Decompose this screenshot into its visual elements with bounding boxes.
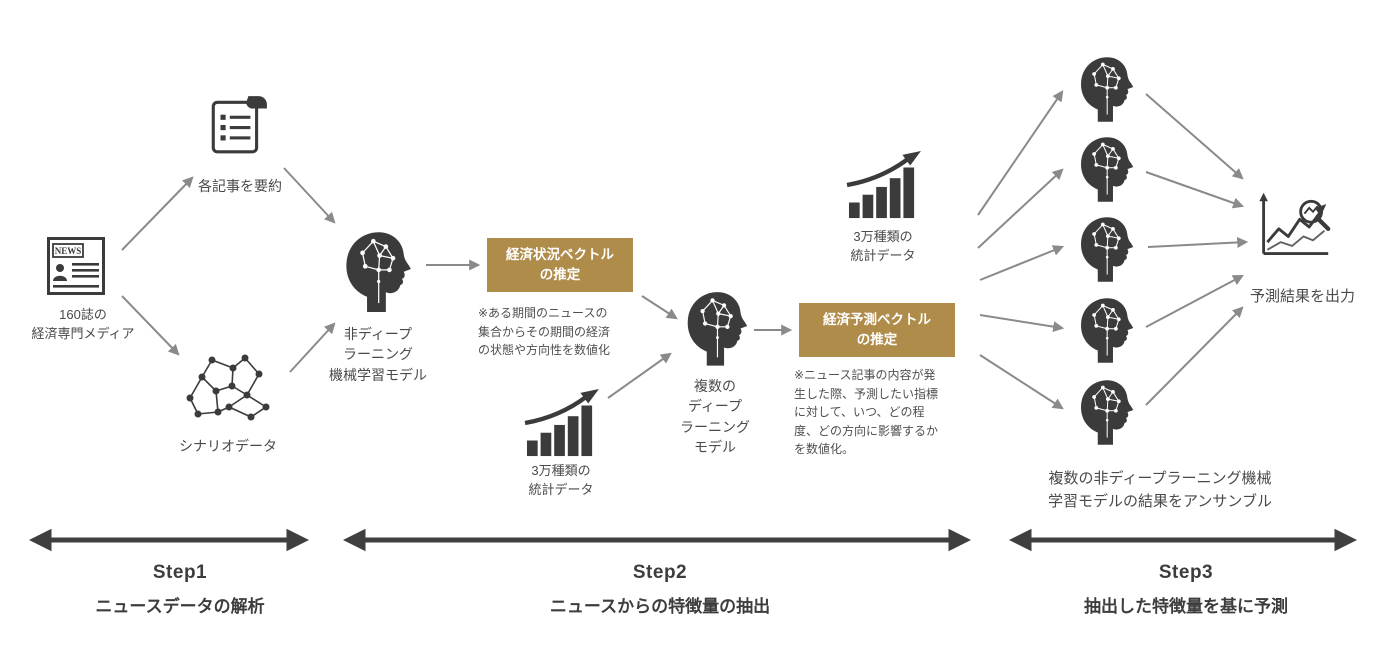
arrow-fanin-2	[977, 168, 1064, 249]
ml-model-head-icon	[340, 226, 412, 312]
step2-caption-block: Step2 ニュースからの特徴量の抽出	[330, 562, 990, 617]
situation-vector-box: 経済状況ベクトル の推定	[487, 238, 633, 292]
arrow-fanin-3	[979, 245, 1065, 281]
step3-title: Step3	[1158, 562, 1214, 583]
arrow-fanout-2	[1145, 171, 1245, 209]
arrow-fanout-5	[1145, 306, 1244, 406]
ensemble-head-icon-5	[1076, 375, 1134, 445]
arrow-fanin-1	[977, 90, 1064, 216]
arrow-fanout-1	[1145, 93, 1244, 180]
situation-vector-note: ※ある期間のニュースの 集合からその期間の経済 の状態や方向性を数値化	[478, 306, 611, 358]
forecast-vector-box: 経済予測ベクトル の推定	[799, 303, 955, 357]
media-count-label: 160誌の 経済専門メディア	[31, 307, 135, 341]
stats-label-bottom: 3万種類の 統計データ	[528, 463, 594, 497]
step1-title: Step1	[152, 562, 208, 583]
dl-model-label: 複数の ディープ ラーニング モデル	[680, 378, 750, 455]
arrow-fanin-4	[979, 314, 1065, 333]
scenario-network-icon	[183, 350, 273, 430]
scenario-label: シナリオデータ	[179, 438, 277, 454]
prediction-result-icon	[1256, 192, 1332, 260]
step1-caption-block: Step1 ニュースデータの解析	[25, 562, 335, 617]
ensemble-head-icon-1	[1076, 52, 1134, 122]
forecast-vector-note: ※ニュース記事の内容が発 生した際、予測したい指標 に対して、いつ、どの程 度、…	[794, 368, 939, 457]
stats-chart-icon-top	[844, 150, 922, 220]
ensemble-label: 複数の非ディープラーニング機械 学習モデルの結果をアンサンブル	[1048, 470, 1272, 510]
stats-chart-icon-bottom	[522, 388, 600, 458]
ensemble-head-icon-4	[1076, 293, 1134, 363]
ensemble-head-icon-3	[1076, 212, 1134, 282]
dl-model-head-icon	[682, 286, 748, 366]
step3-caption: 抽出した特徴量を基に予測	[1084, 597, 1288, 616]
summarize-label: 各記事を要約	[198, 178, 282, 194]
news-icon	[46, 236, 106, 296]
arrow-fanin-5	[979, 354, 1064, 410]
step2-title: Step2	[632, 562, 688, 583]
arrow-situation-to-dlmodel	[641, 295, 678, 320]
ml-model-label: 非ディープ ラーニング 機械学習モデル	[329, 326, 427, 383]
output-label: 予測結果を出力	[1249, 288, 1355, 305]
arrow-fanout-3	[1147, 236, 1249, 248]
step2-caption: ニュースからの特徴量の抽出	[549, 597, 771, 616]
stats-label-top: 3万種類の 統計データ	[850, 229, 916, 263]
step1-caption: ニュースデータの解析	[95, 597, 265, 616]
arrow-stats-to-dlmodel	[607, 352, 672, 399]
article-summary-icon	[204, 92, 270, 158]
arrow-fanout-4	[1145, 274, 1244, 328]
arrow-news-to-summary	[121, 176, 194, 251]
ensemble-head-icon-2	[1076, 132, 1134, 202]
step3-caption-block: Step3 抽出した特徴量を基に予測	[1000, 562, 1372, 617]
